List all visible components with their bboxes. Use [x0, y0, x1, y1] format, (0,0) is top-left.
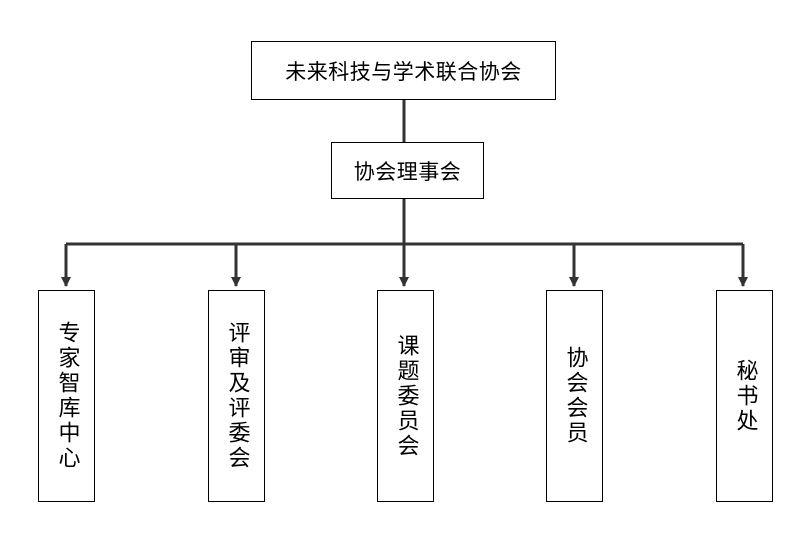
- council-node: 协会理事会: [331, 142, 484, 199]
- department-label: 专家智库中心: [54, 321, 80, 471]
- department-node-project-committee: 课题委员会: [377, 290, 434, 502]
- council-label: 协会理事会: [353, 159, 462, 184]
- department-node-secretariat: 秘书处: [716, 290, 773, 502]
- department-node-members: 协会会员: [546, 290, 603, 502]
- department-node-review-committee: 评审及评委会: [208, 290, 265, 502]
- department-label: 协会会员: [562, 346, 588, 446]
- root-node: 未来科技与学术联合协会: [251, 41, 556, 100]
- root-label: 未来科技与学术联合协会: [285, 59, 522, 84]
- department-label: 秘书处: [732, 358, 758, 434]
- department-node-expert-think-tank: 专家智库中心: [38, 290, 95, 502]
- department-label: 评审及评委会: [224, 321, 250, 471]
- department-label: 课题委员会: [393, 333, 419, 459]
